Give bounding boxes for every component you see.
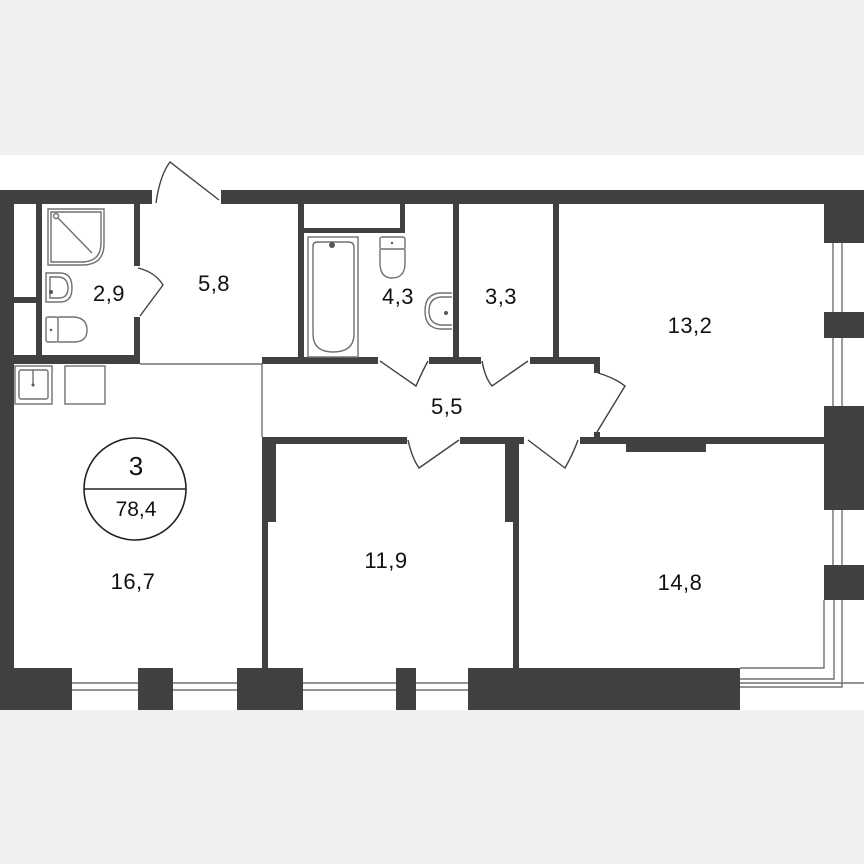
wall-corridor-top-1 xyxy=(262,357,378,364)
wall-right-pier-3 xyxy=(824,406,864,510)
wall-hall-bath xyxy=(298,204,304,364)
shower-icon xyxy=(47,208,105,266)
wall-right-pier-1 xyxy=(824,190,864,243)
wall-bedrooms xyxy=(513,437,519,668)
wall-bath-niche xyxy=(304,228,404,233)
wall-bottom-pier-3 xyxy=(237,668,303,710)
wall-bedroom-ne-beam xyxy=(626,437,706,452)
window-bottom xyxy=(72,682,864,691)
door-shower-bathroom xyxy=(137,267,164,317)
sink-icon xyxy=(45,272,73,303)
wall-top-right xyxy=(221,190,864,204)
wall-corridor-corner xyxy=(594,357,600,373)
room-area-shower-bathroom: 2,9 xyxy=(92,281,126,306)
wall-right-pier-4 xyxy=(824,565,864,600)
room-area-bedroom-middle: 11,9 xyxy=(364,548,408,573)
wall-left xyxy=(0,190,14,710)
door-entry xyxy=(155,161,220,204)
wall-storage-bedroom xyxy=(553,204,559,360)
wall-bottom-pier-1 xyxy=(0,668,72,710)
room-area-bedroom-ne: 13,2 xyxy=(667,313,713,338)
window-right-upper xyxy=(832,243,843,406)
room-area-bathroom: 4,3 xyxy=(381,284,415,309)
wall-corridor-bottom-1 xyxy=(262,437,407,444)
door-bedroom-ne xyxy=(596,372,626,433)
plan-background xyxy=(0,155,864,710)
apartment-summary: 3 78,4 xyxy=(86,443,186,543)
wall-kitchen-bedroom xyxy=(262,437,268,668)
wall-corridor-top-3 xyxy=(530,357,598,364)
wall-wc-right-lower xyxy=(134,317,140,364)
wall-top-left xyxy=(0,190,152,204)
room-area-kitchen-living: 16,7 xyxy=(110,569,156,594)
toilet-icon xyxy=(45,316,88,343)
window-right-lower xyxy=(740,510,843,688)
wall-bottom-pier-5 xyxy=(468,668,740,710)
apartment-summary-badge xyxy=(83,437,187,541)
toilet-icon xyxy=(379,236,406,279)
door-bedroom-se xyxy=(527,439,579,470)
wall-shaft-divider xyxy=(14,297,40,303)
door-storage xyxy=(481,360,529,387)
wall-bath-storage xyxy=(453,204,459,360)
sink-icon xyxy=(424,292,452,330)
wall-wc-right-upper xyxy=(134,204,140,266)
wall-shaft xyxy=(36,204,42,364)
stove-icon xyxy=(64,365,106,405)
room-area-entry-hall: 5,8 xyxy=(197,271,231,296)
wall-corridor-top-2 xyxy=(429,357,481,364)
total-area: 78,4 xyxy=(115,498,157,521)
room-area-bedroom-se: 14,8 xyxy=(657,570,703,595)
wall-bottom-pier-2 xyxy=(138,668,173,710)
wall-bottom-pier-4 xyxy=(396,668,416,710)
kitchen-sink-icon xyxy=(14,365,53,405)
wall-bath-niche-side xyxy=(400,204,405,233)
door-bathroom xyxy=(379,360,429,388)
room-area-storage: 3,3 xyxy=(484,284,518,309)
bathtub-icon xyxy=(307,236,359,358)
wall-right-pier-2 xyxy=(824,312,864,338)
room-count: 3 xyxy=(128,451,144,481)
room-area-corridor: 5,5 xyxy=(430,394,464,419)
wall-corridor-bottom-2 xyxy=(460,437,524,444)
door-bedroom-middle xyxy=(407,439,460,469)
wall-wc-bottom xyxy=(14,355,140,364)
